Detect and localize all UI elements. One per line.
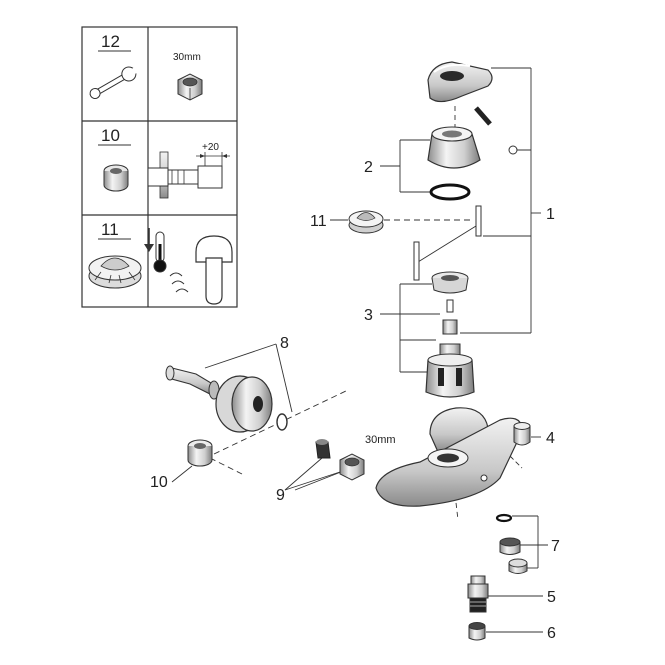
callout-10: 10	[150, 474, 168, 491]
temperature-limiter-icon	[88, 255, 142, 289]
nut-size-label: 30mm	[365, 434, 396, 446]
callout-3: 3	[364, 307, 373, 324]
lever-handle	[427, 61, 518, 155]
callout-9: 9	[276, 487, 285, 504]
extension-piece	[187, 439, 213, 467]
parts-inset-table: 12 30mm 10	[81, 26, 238, 308]
o-ring	[429, 183, 471, 201]
leader-lines	[171, 67, 548, 633]
extension-install-icon	[147, 151, 230, 199]
temperature-limiter	[348, 210, 384, 234]
grub-screw	[474, 106, 492, 126]
cartridge-spindle	[442, 299, 458, 335]
callout-5: 5	[547, 589, 556, 606]
callout-11: 11	[310, 213, 327, 230]
inset-number-11: 11	[101, 220, 119, 239]
extension-piece-icon	[103, 164, 129, 192]
cartridge-body	[425, 343, 475, 398]
inset-panel-10: 10 +20	[98, 126, 230, 199]
callout-1: 1	[546, 206, 555, 223]
diverter-cartridge	[467, 575, 489, 613]
inset-panel-11: 11	[88, 220, 233, 305]
inset-number-12: 12	[101, 32, 120, 51]
callout-8: 8	[280, 335, 289, 352]
cap-plug	[508, 145, 518, 155]
wrench-icon	[89, 66, 138, 99]
mixer-body	[375, 407, 523, 507]
callout-2: 2	[364, 159, 373, 176]
inset-nut-size-label: 30mm	[173, 52, 201, 63]
callout-numbers: 1 2 3 4 5 6 7 8 9 10 11	[150, 159, 560, 642]
wall-rosette	[215, 375, 273, 433]
check-valve	[315, 439, 331, 459]
s-union	[165, 365, 220, 400]
callout-7: 7	[551, 538, 560, 555]
union-washer	[276, 413, 288, 431]
nut-icon	[177, 73, 203, 101]
diverter-knob	[513, 422, 531, 446]
aerator-set	[495, 513, 528, 574]
fixing-pins	[413, 205, 482, 281]
cartridge-cover	[427, 126, 481, 169]
connection-nut	[339, 453, 365, 481]
inset-extension-dimension: +20	[202, 142, 219, 153]
callout-4: 4	[546, 430, 555, 447]
inset-panel-12: 12 30mm	[89, 32, 203, 101]
cartridge-ring	[431, 271, 469, 294]
inset-number-10: 10	[101, 126, 120, 145]
bottom-nut	[468, 622, 486, 641]
thermometer-icon	[144, 228, 167, 273]
single-lever-handle-icon	[169, 235, 233, 305]
callout-6: 6	[547, 625, 556, 642]
